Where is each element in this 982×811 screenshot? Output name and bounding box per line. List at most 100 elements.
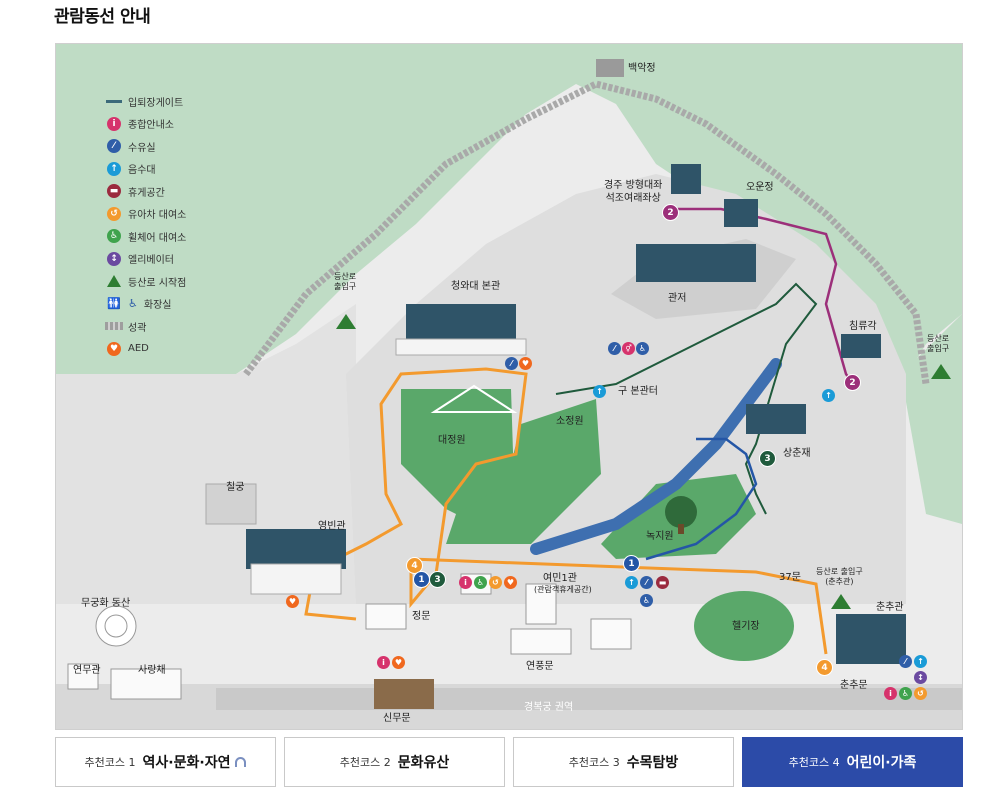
restroom-icon: 🚻 — [107, 297, 121, 311]
elevator-icon: ↕ — [107, 251, 121, 266]
tab-course-label: 추천코스 2 — [339, 756, 391, 769]
legend-item-wheelchair: ♿ 휠체어 대여소 — [104, 225, 186, 248]
place-sojeongwon[interactable]: 소정원 — [556, 416, 584, 427]
place-baegakjeong[interactable]: 백악정 — [628, 63, 656, 74]
water-fountain-icon[interactable]: ↑ — [914, 655, 927, 668]
place-gwanjeo[interactable]: 관저 — [668, 293, 687, 304]
legend-item-rest: ▬ 휴게공간 — [104, 180, 186, 203]
stroller-rental-icon[interactable]: ↺ — [489, 576, 502, 589]
stroller-rental-icon: ↺ — [107, 206, 121, 221]
legend-label: 수유실 — [128, 142, 156, 154]
place-sarangchae[interactable]: 사랑채 — [138, 665, 166, 676]
aed-icon: ♥ — [107, 341, 121, 356]
place-yeonmugwan[interactable]: 연무관 — [73, 665, 101, 676]
legend-label: 종합안내소 — [128, 120, 174, 132]
info-icon[interactable]: i — [459, 576, 472, 589]
course-marker-3[interactable]: 3 — [429, 571, 446, 588]
place-mugunghwa-hill[interactable]: 무궁화 동산 — [81, 598, 131, 609]
legend-label: 등산로 시작점 — [128, 277, 187, 289]
legend-item-gate: 입퇴장게이트 — [104, 90, 186, 113]
place-chilgung[interactable]: 칠궁 — [226, 482, 245, 493]
tab-course-2[interactable]: 추천코스 2 문화유산 — [284, 737, 505, 787]
info-icon[interactable]: i — [377, 656, 390, 669]
water-fountain-icon[interactable]: ↑ — [822, 389, 835, 402]
legend-label: 엘리베이터 — [128, 255, 174, 267]
wheelchair-access-icon[interactable]: ♿ — [636, 342, 649, 355]
aed-icon[interactable]: ♥ — [392, 656, 405, 669]
nursing-room-icon[interactable]: ⁄ — [640, 576, 653, 589]
campus-map[interactable]: 입퇴장게이트 i 종합안내소 ⁄ 수유실 ↑ 음수대 ▬ 휴게공간 ↺ 유아차 … — [55, 43, 963, 730]
course-marker-2[interactable]: 2 — [662, 204, 679, 221]
legend-item-wall: 성곽 — [104, 315, 186, 338]
place-sangchunjae[interactable]: 상춘재 — [783, 448, 811, 459]
legend-label: 성곽 — [128, 322, 147, 334]
audio-guide-icon — [235, 757, 247, 767]
map-background — [56, 44, 962, 729]
place-nokjiwon[interactable]: 녹지원 — [646, 531, 674, 542]
wheelchair-access-icon[interactable]: ♿ — [640, 594, 653, 607]
nursing-room-icon[interactable]: ⁄ — [505, 357, 518, 370]
wheelchair-rental-icon[interactable]: ♿ — [474, 576, 487, 589]
wheelchair-access-icon: ♿ — [128, 297, 138, 311]
place-heliport[interactable]: 헬기장 — [732, 621, 760, 632]
tab-course-4[interactable]: 추천코스 4 어린이·가족 — [742, 737, 963, 787]
legend-label: 휴게공간 — [128, 187, 165, 199]
place-yeongbingwan[interactable]: 영빈관 — [318, 521, 346, 532]
place-yeonpungmun[interactable]: 연풍문 — [526, 661, 554, 672]
place-buddha-statue[interactable]: 경주 방형대좌 석조여래좌상 — [604, 180, 663, 204]
water-fountain-icon[interactable]: ↑ — [593, 385, 606, 398]
nursing-room-icon[interactable]: ⁄ — [608, 342, 621, 355]
place-trail-entrance-right[interactable]: 등산로 출입구 — [927, 334, 950, 353]
legend-item-aed: ♥ AED — [104, 338, 186, 361]
wheelchair-rental-icon[interactable]: ♿ — [899, 687, 912, 700]
tab-course-label: 추천코스 1 — [84, 756, 136, 769]
place-chunchugwan[interactable]: 춘추관 — [876, 602, 904, 613]
tab-course-label: 추천코스 3 — [568, 756, 620, 769]
place-chimnyugak[interactable]: 침류각 — [849, 321, 877, 332]
course-marker-1[interactable]: 1 — [623, 555, 640, 572]
info-icon[interactable]: i — [884, 687, 897, 700]
legend-item-trail: 등산로 시작점 — [104, 270, 186, 293]
place-yeonmin1gwan-sub: (관람객휴게공간) — [534, 585, 592, 594]
course-marker-4[interactable]: 4 — [816, 659, 833, 676]
aed-icon[interactable]: ♥ — [286, 595, 299, 608]
legend-label: 유아차 대여소 — [128, 210, 187, 222]
aed-icon[interactable]: ♥ — [504, 576, 517, 589]
place-daejeongwon[interactable]: 대정원 — [438, 435, 466, 446]
tab-course-name: 역사·문화·자연 — [142, 755, 231, 771]
nursing-room-icon[interactable]: ⁄ — [899, 655, 912, 668]
stroller-rental-icon[interactable]: ↺ — [914, 687, 927, 700]
aed-icon[interactable]: ♥ — [519, 357, 532, 370]
place-main-building[interactable]: 청와대 본관 — [451, 281, 501, 292]
legend-label: 화장실 — [143, 300, 172, 312]
water-fountain-icon[interactable]: ↑ — [625, 576, 638, 589]
place-trail-entrance-chunchu[interactable]: 등산로 출입구 (춘추관) — [816, 567, 863, 586]
place-trail-entrance-left[interactable]: 등산로 출입구 — [334, 272, 357, 291]
tab-course-1[interactable]: 추천코스 1 역사·문화·자연 — [55, 737, 276, 787]
legend-item-elevator: ↕ 엘리베이터 — [104, 248, 186, 271]
course-marker-4[interactable]: 4 — [406, 557, 423, 574]
tab-course-name: 수목탐방 — [626, 755, 679, 771]
water-fountain-icon: ↑ — [107, 161, 121, 176]
place-jeongmun[interactable]: 정문 — [412, 611, 431, 622]
place-sinmumun[interactable]: 신무문 — [383, 713, 411, 724]
rest-area-icon[interactable]: ▬ — [656, 576, 669, 589]
place-gyeongbokgung: 경복궁 권역 — [524, 702, 574, 713]
gate-line-icon — [106, 99, 122, 103]
course-marker-1[interactable]: 1 — [413, 571, 430, 588]
place-old-main-site[interactable]: 구 본관터 — [618, 386, 658, 397]
wheelchair-rental-icon: ♿ — [107, 229, 121, 244]
rest-area-icon: ▬ — [107, 184, 121, 199]
course-marker-3[interactable]: 3 — [759, 450, 776, 467]
tab-course-3[interactable]: 추천코스 3 수목탐방 — [513, 737, 734, 787]
place-oounjeong[interactable]: 오운정 — [746, 182, 774, 193]
place-chunchumun[interactable]: 춘추문 — [840, 680, 868, 691]
place-gate-37[interactable]: 37문 — [779, 572, 801, 583]
restroom-icon[interactable]: ⚥ — [622, 342, 635, 355]
place-yeonmin1gwan[interactable]: 여민1관 — [543, 573, 577, 584]
legend-label: 입퇴장게이트 — [128, 97, 184, 109]
tab-course-name: 문화유산 — [397, 755, 450, 771]
elevator-icon[interactable]: ↕ — [914, 671, 927, 684]
course-marker-2[interactable]: 2 — [844, 374, 861, 391]
legend-item-info: i 종합안내소 — [104, 113, 186, 136]
